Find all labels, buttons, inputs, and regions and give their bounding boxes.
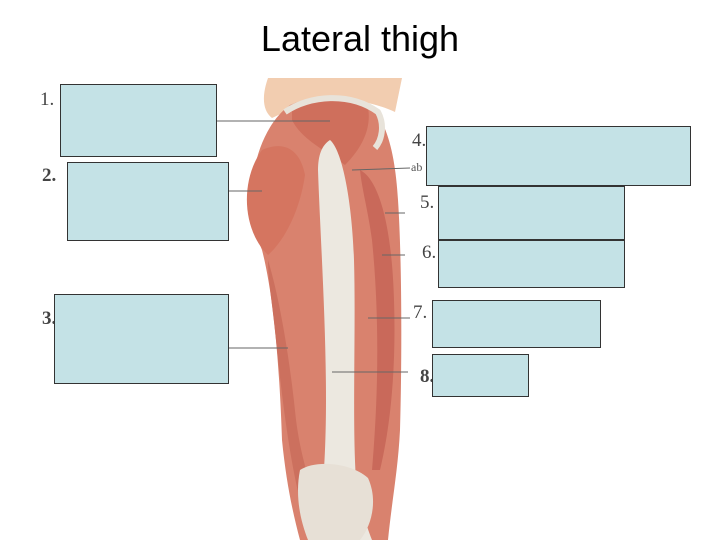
iliotibial-tract (318, 140, 372, 540)
label-number-6: 6. (422, 242, 437, 263)
label-number-2: 2. (42, 165, 57, 186)
posterior-muscle (360, 170, 395, 470)
label-number-7: 7. (413, 302, 428, 323)
label-box-8 (432, 354, 529, 397)
knee (297, 463, 374, 540)
label-box-5 (438, 186, 625, 240)
label-number-5: 5. (420, 192, 435, 213)
label-box-4 (426, 126, 691, 186)
label-box-7 (432, 300, 601, 348)
label-number-1: 1. (40, 89, 55, 110)
label-number-4: 4. (412, 130, 427, 151)
label-number-8: 8. (420, 366, 435, 387)
label-box-1 (60, 84, 217, 157)
label-box-2 (67, 162, 229, 241)
slide-title: Lateral thigh (260, 18, 460, 59)
label-4-fragment: ab (411, 160, 423, 174)
vastus-lateralis (268, 260, 312, 500)
label-number-3: 3. (42, 308, 57, 329)
label-box-3 (54, 294, 229, 384)
leader-lines (217, 120, 411, 373)
gluteus-medius (292, 99, 369, 165)
iliac-crest (283, 95, 385, 150)
label-box-6 (438, 240, 625, 288)
gluteus-maximus (246, 146, 305, 255)
